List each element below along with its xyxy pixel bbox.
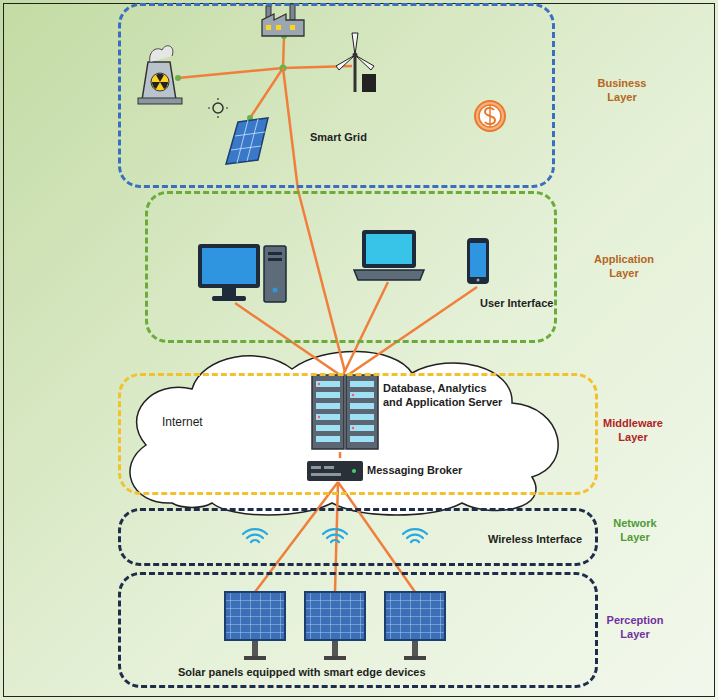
desktop-icon [198,244,286,302]
connector-line [339,452,342,458]
layer-outline [118,373,598,495]
phone-icon [467,238,489,284]
wireless-label: Wireless Interface [488,533,582,547]
server-node: Database, Analytics and Application Serv… [305,372,520,452]
wifi-symbols [243,529,427,542]
grid-wires [178,36,352,118]
grid-node-dot [175,75,181,81]
layer-label: Application Layer [588,253,660,281]
wind-turbine-icon [336,33,376,92]
layer-label: Middleware Layer [600,417,666,445]
layer-band: Perception LayerSolar panels equipped wi… [118,572,671,690]
connector-line [298,190,345,372]
laptop-icon [354,230,424,280]
cloud-label: Internet [162,415,203,430]
server-icon [312,375,378,449]
broker-label: Messaging Broker [367,464,462,478]
interface-label: User Interface [480,297,553,311]
grid-label: Smart Grid [310,131,367,145]
layer-label: Business Layer [586,77,658,105]
frame [4,4,715,697]
money-icon [475,101,505,131]
edge-device-wires [255,482,415,592]
broker-node: Messaging Broker [305,458,475,484]
broker-device-icon [307,461,363,481]
layer-outline [118,3,555,188]
factory-icon [262,4,304,36]
grid-solar-icon [208,98,268,164]
layer-band: Network LayerWireless Interface [118,508,671,568]
internet-cloud: Internet Database, Analytics and Applicat… [112,343,572,519]
layer-band: Business LayerSmart Grid [118,3,663,190]
layer-band: Application LayerUser Interface [145,191,665,345]
cloud-shape [112,343,572,519]
panel-caption: Solar panels equipped with smart edge de… [178,666,426,680]
server-label: Database, Analytics and Application Serv… [383,382,508,410]
layer-label: Network Layer [602,517,668,545]
solar-panel-icons [225,592,445,660]
layer-label: Perception Layer [602,614,668,642]
grid-feeder-line [283,68,298,190]
layer-outline [145,191,557,343]
nuclear-plant-icon [138,46,182,104]
